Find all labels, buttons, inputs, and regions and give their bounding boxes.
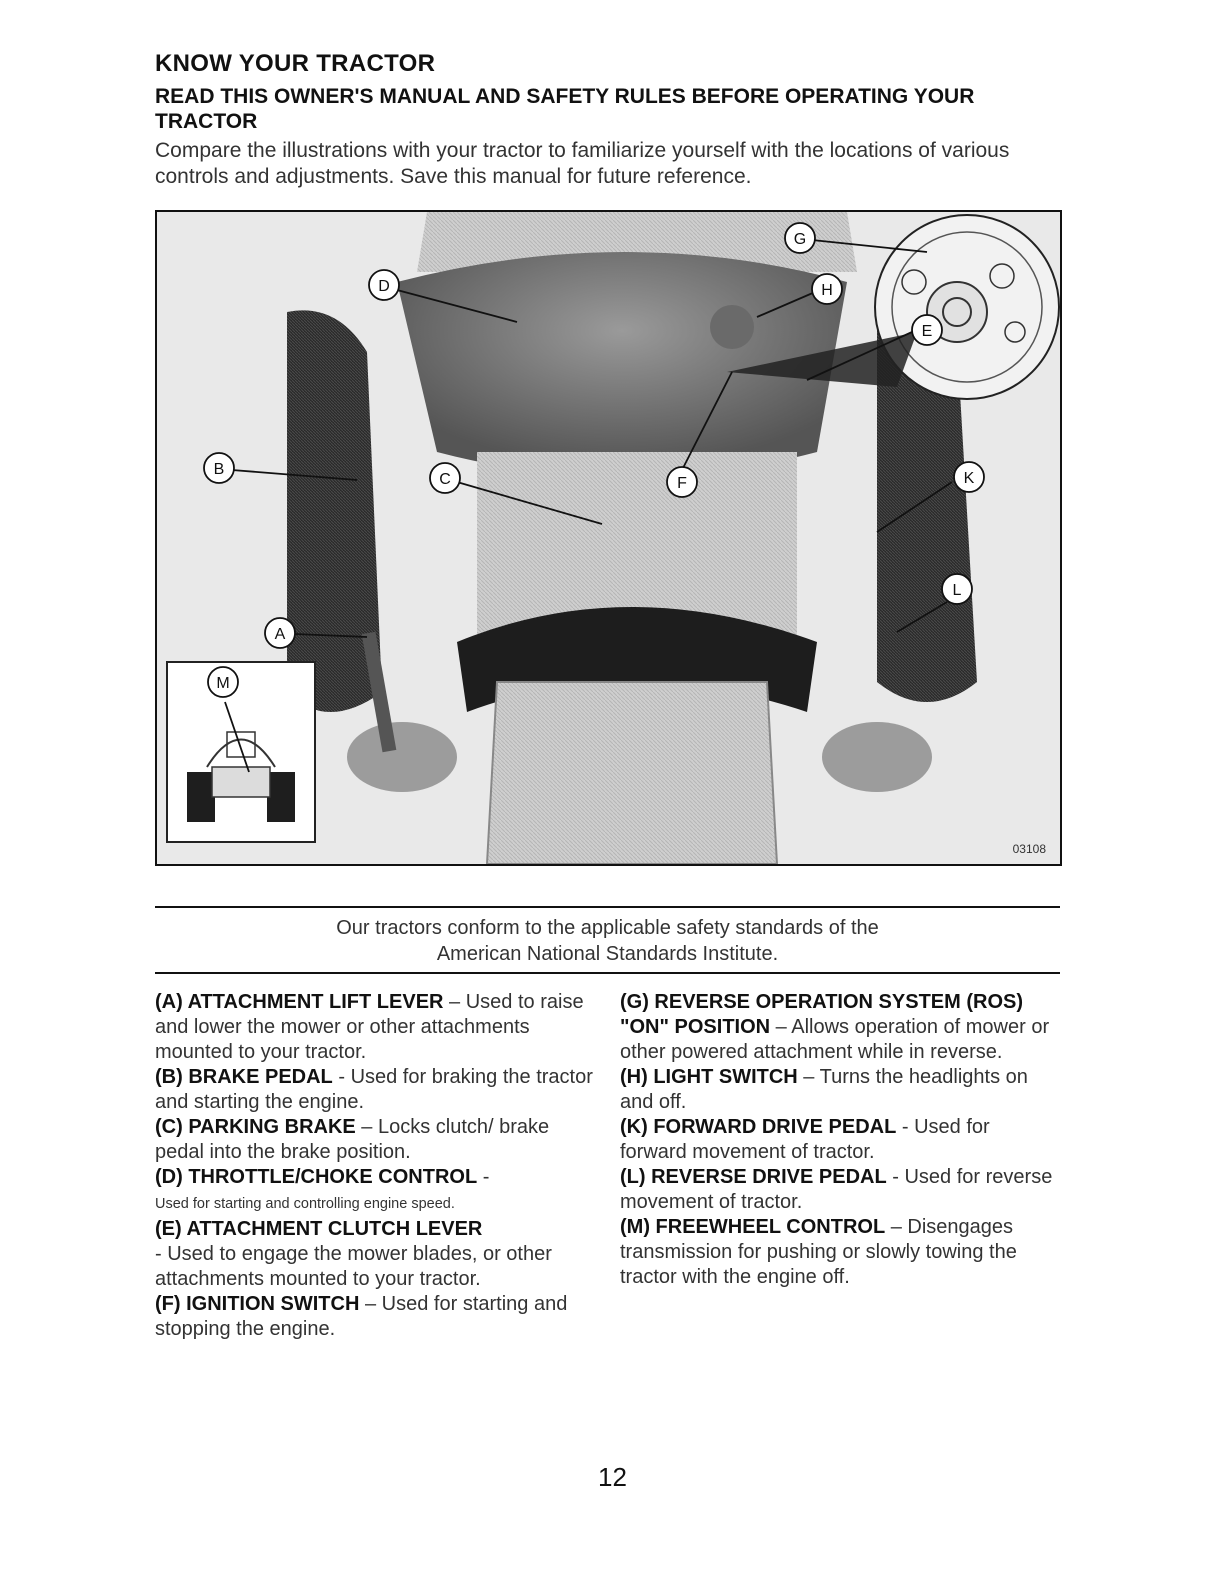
callout-c: C: [429, 462, 461, 494]
control-entry-a: (A) ATTACHMENT LIFT LEVER – Used to rais…: [155, 990, 595, 1065]
controls-list-right: (G) REVERSE OPERATION SYSTEM (ROS) "ON" …: [620, 990, 1060, 1290]
control-entry-l: (L) REVERSE DRIVE PEDAL - Used for rever…: [620, 1165, 1060, 1215]
right-footwell-shape: [822, 722, 932, 792]
control-description: Used to engage the mower blades, or othe…: [155, 1243, 552, 1290]
freewheel-detail-inset: [166, 661, 316, 843]
control-entry-e: (E) ATTACHMENT CLUTCH LEVER - Used to en…: [155, 1217, 595, 1292]
seat-shape: [485, 681, 779, 864]
control-entry-m: (M) FREEWHEEL CONTROL – Disengages trans…: [620, 1215, 1060, 1290]
svg-text:H: H: [821, 282, 833, 299]
control-description: Turns the headlights on and off.: [620, 1066, 1028, 1113]
control-term: (M) FREEWHEEL CONTROL: [620, 1216, 886, 1238]
control-term: (A) ATTACHMENT LIFT LEVER: [155, 991, 444, 1013]
control-entry-g: (G) REVERSE OPERATION SYSTEM (ROS) "ON" …: [620, 990, 1060, 1065]
switch-detail-inset: [727, 214, 1060, 400]
control-separator: –: [797, 1066, 820, 1088]
tractor-illustration: D B C F G H E: [155, 210, 1062, 866]
svg-text:G: G: [794, 231, 806, 248]
control-description: Used for starting and controlling engine…: [155, 1196, 455, 1212]
svg-text:K: K: [964, 470, 975, 487]
hood-shape: [477, 452, 797, 642]
controls-list-left: (A) ATTACHMENT LIFT LEVER – Used to rais…: [155, 990, 595, 1342]
page-number: 12: [598, 1462, 627, 1492]
svg-text:E: E: [922, 323, 933, 340]
control-description: Used for starting and stopping the engin…: [155, 1293, 568, 1340]
control-separator: -: [896, 1116, 915, 1138]
svg-text:B: B: [214, 461, 225, 478]
callout-e: E: [911, 314, 943, 346]
callout-markers: D B C F G H E: [203, 222, 985, 698]
divider-top: [155, 906, 1060, 908]
ignition-shape: [710, 305, 754, 349]
left-footwell-shape: [347, 722, 457, 792]
control-term: (B) BRAKE PEDAL: [155, 1066, 333, 1088]
callout-d: D: [368, 269, 400, 301]
control-separator: -: [477, 1166, 490, 1188]
control-term: (E) ATTACHMENT CLUTCH LEVER: [155, 1218, 483, 1240]
control-entry-d: (D) THROTTLE/CHOKE CONTROL - Used for st…: [155, 1165, 595, 1217]
control-separator: –: [443, 991, 466, 1013]
control-term: (G) REVERSE OPERATION SYSTEM (ROS) "ON" …: [620, 991, 1023, 1038]
control-separator: -: [155, 1243, 168, 1265]
svg-text:F: F: [677, 475, 687, 492]
control-description: Used to raise and lower the mower or oth…: [155, 991, 584, 1063]
standards-notice: Our tractors conform to the applicable s…: [155, 915, 1060, 967]
control-separator: –: [885, 1216, 908, 1238]
standards-notice-line-1: Our tractors conform to the applicable s…: [336, 917, 879, 939]
figure-id: 03108: [1012, 842, 1046, 856]
svg-text:D: D: [378, 278, 390, 295]
control-description: Used for braking the tractor and startin…: [155, 1066, 593, 1113]
callout-m: M: [207, 666, 239, 698]
page-subheading: READ THIS OWNER'S MANUAL AND SAFETY RULE…: [155, 85, 975, 133]
intro-paragraph: Compare the illustrations with your trac…: [155, 139, 1010, 188]
callout-b: B: [203, 452, 235, 484]
seat-top-shape: [417, 212, 857, 272]
control-term: (D) THROTTLE/CHOKE CONTROL: [155, 1166, 478, 1188]
control-separator: –: [355, 1116, 378, 1138]
control-description: Used for reverse movement of tractor.: [620, 1166, 1053, 1213]
control-description: Locks clutch/ brake pedal into the brake…: [155, 1116, 550, 1163]
control-description: Allows operation of mower or other power…: [620, 1016, 1050, 1063]
callout-f: F: [666, 466, 698, 498]
callout-a: A: [264, 617, 296, 649]
callout-l: L: [941, 573, 973, 605]
divider-bottom: [155, 972, 1060, 974]
callout-k: K: [953, 461, 985, 493]
svg-text:A: A: [275, 626, 286, 643]
control-term: (K) FORWARD DRIVE PEDAL: [620, 1116, 897, 1138]
control-term: (L) REVERSE DRIVE PEDAL: [620, 1166, 887, 1188]
control-term: (F) IGNITION SWITCH: [155, 1293, 360, 1315]
lift-lever-shape: [361, 631, 397, 753]
control-entry-h: (H) LIGHT SWITCH – Turns the headlights …: [620, 1065, 1060, 1115]
control-separator: -: [886, 1166, 905, 1188]
svg-text:C: C: [439, 471, 451, 488]
control-term: (H) LIGHT SWITCH: [620, 1066, 798, 1088]
callout-g: G: [784, 222, 816, 254]
svg-text:M: M: [216, 675, 229, 692]
control-entry-k: (K) FORWARD DRIVE PEDAL - Used for forwa…: [620, 1115, 1060, 1165]
control-description: Used for forward movement of tractor.: [620, 1116, 990, 1163]
tractor-drawing: D B C F G H E: [157, 212, 1060, 864]
control-separator: –: [359, 1293, 382, 1315]
svg-text:L: L: [953, 582, 962, 599]
control-entry-f: (F) IGNITION SWITCH – Used for starting …: [155, 1292, 595, 1342]
control-separator: -: [332, 1066, 351, 1088]
control-separator: –: [770, 1016, 792, 1038]
left-wheel-shape: [287, 310, 382, 712]
callout-leaders: [224, 239, 953, 773]
control-entry-c: (C) PARKING BRAKE – Locks clutch/ brake …: [155, 1115, 595, 1165]
control-term: (C) PARKING BRAKE: [155, 1116, 356, 1138]
standards-notice-line-2: American National Standards Institute.: [436, 943, 779, 965]
callout-h: H: [811, 273, 843, 305]
page-heading: KNOW YOUR TRACTOR: [155, 50, 436, 77]
control-description: Disengages transmission for pushing or s…: [620, 1216, 1017, 1288]
control-entry-b: (B) BRAKE PEDAL - Used for braking the t…: [155, 1065, 595, 1115]
